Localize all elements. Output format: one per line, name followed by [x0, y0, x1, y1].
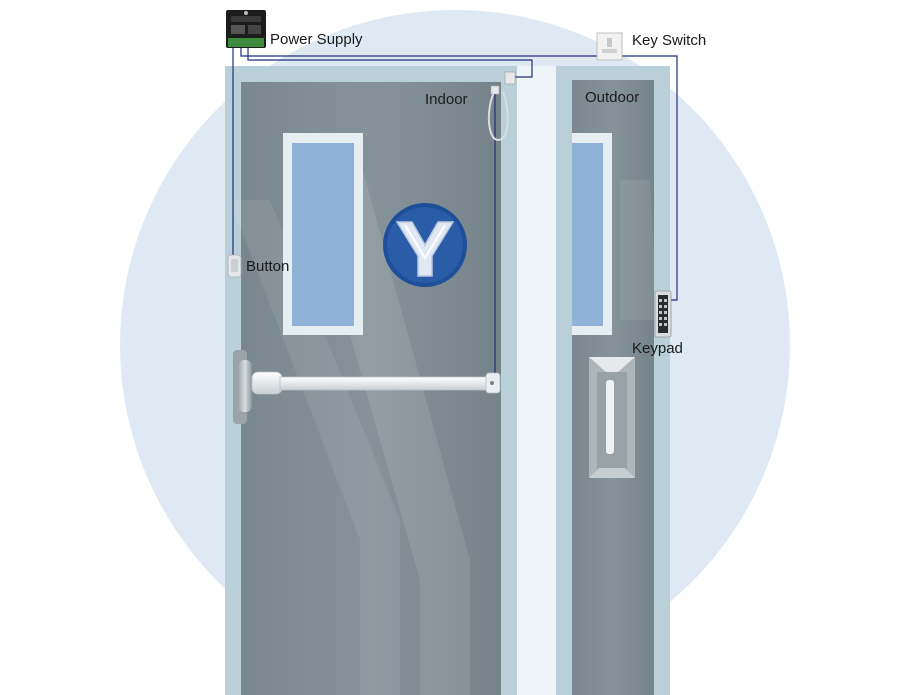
key-switch-icon [596, 32, 623, 61]
wire-power-to-keyswitch [240, 48, 678, 301]
outdoor-label: Outdoor [585, 89, 640, 106]
exit-button-icon [227, 254, 242, 278]
panic-bar-icon [233, 350, 501, 424]
pull-handle-icon [589, 357, 635, 478]
power-supply-label: Power Supply [270, 31, 363, 48]
y-logo-icon [383, 203, 467, 287]
cable-loop-icon [487, 71, 516, 142]
door-gap [517, 66, 556, 695]
left-door-window-glass [292, 143, 354, 326]
indoor-label: Indoor [425, 91, 468, 108]
right-door [556, 66, 670, 695]
keypad-label: Keypad [632, 340, 683, 357]
power-supply-icon [226, 10, 266, 48]
right-door-window-glass [572, 143, 603, 326]
key-switch-label: Key Switch [632, 32, 707, 49]
keypad-icon [654, 290, 672, 338]
button-label: Button [246, 258, 290, 275]
